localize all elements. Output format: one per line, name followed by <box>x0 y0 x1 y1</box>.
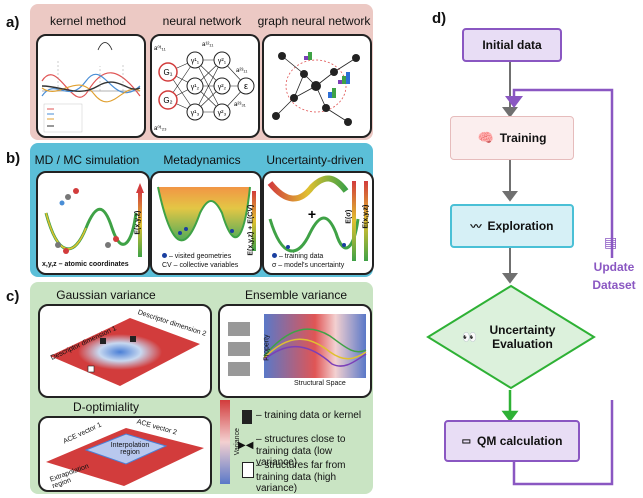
binoculars-icon: 👀 <box>462 330 477 344</box>
unc-axis-1: E(σ) <box>345 209 353 224</box>
weight-a12: a¹²₁₁ <box>202 42 213 48</box>
explore-icon: 〰 <box>470 221 482 233</box>
node-y2: γ¹₂ <box>191 84 200 91</box>
kernel-method-box <box>36 34 146 138</box>
d-optimality-title: D-optimiality <box>72 400 139 414</box>
structural-space-label: Structural Space <box>294 380 346 387</box>
qm-calculation-box: ▭ QM calculation <box>444 420 580 462</box>
ensemble-variance-plot <box>228 314 367 378</box>
unc-caption-1: – training data <box>272 253 323 260</box>
unc-axis-2: E(x,y,z) <box>362 204 370 229</box>
meta-caption-2: CV – collective variables <box>162 262 239 269</box>
qm-icon: ▭ <box>461 435 472 447</box>
node-y22: γ²₂ <box>218 84 227 91</box>
visited-dot-icon <box>162 253 167 258</box>
node-y3: γ¹₃ <box>191 110 200 117</box>
svg-text:+: + <box>308 206 316 222</box>
panel-d-label: d) <box>432 10 447 27</box>
uncertainty-evaluation-label: 👀 Uncertainty Evaluation <box>462 316 562 358</box>
brain-icon: 🧠 <box>477 130 494 145</box>
node-y21: γ²₁ <box>218 58 227 65</box>
node-y1: γ¹₁ <box>191 58 200 65</box>
legend-high-variance-icon <box>242 462 254 478</box>
unc-caption-2: σ – model's uncertainty <box>272 262 345 269</box>
unc-caption-1-text: – training data <box>278 253 324 260</box>
weight-a232: a²³₁₁ <box>236 68 247 74</box>
update-dataset-label: Update Dataset <box>592 260 636 292</box>
metadynamics-box: – visited geometries CV – collective var… <box>150 171 262 275</box>
node-g1: G₁ <box>164 68 173 77</box>
neural-network-title: neural network <box>162 14 242 28</box>
meta-caption-1-text: – visited geometries <box>168 253 232 260</box>
neural-network-box: G₁ G₂ γ¹₁ γ¹₂ γ¹₃ γ²₁ γ²₂ γ²₃ ε a⁰¹₁₁ a⁰… <box>150 34 260 138</box>
weight-a11: a⁰¹₁₁ <box>154 45 166 52</box>
gaussian-variance-box: Descriptor dimension 1 Descriptor dimens… <box>38 304 212 398</box>
node-eps: ε <box>244 81 248 91</box>
variance-colorbar <box>220 400 230 484</box>
uncertainty-driven-title: Uncertainty-driven <box>266 153 364 167</box>
panel-c-label: c) <box>6 288 20 305</box>
meta-caption-1: – visited geometries <box>162 253 231 260</box>
interpolation-label: Interpolation region <box>110 442 150 457</box>
workflow-arrows <box>501 62 614 486</box>
metadynamics-surface <box>157 186 256 251</box>
node-y23: γ²₃ <box>218 110 227 117</box>
weight-a31: a²³₃₁ <box>234 102 246 108</box>
weight-a23: a⁰¹₂₃ <box>154 125 167 132</box>
panel-c: Gaussian variance Ensemble variance Desc… <box>30 282 373 494</box>
kernel-method-title: kernel method <box>49 14 127 28</box>
training-label: Training <box>499 131 547 145</box>
ensemble-variance-title: Ensemble variance <box>244 288 348 302</box>
uncertainty-surfaces: + <box>267 175 368 261</box>
md-caption: x,y,z – atomic coordinates <box>42 261 129 268</box>
legend-low-variance-icon: ▶◀ <box>238 440 254 451</box>
exploration-box: 〰 Exploration <box>450 204 574 248</box>
gaussian-variance-map <box>50 318 200 386</box>
d-optimality-box: ACE vector 1 ACE vector 2 Interpolation … <box>38 416 212 492</box>
gaussian-variance-title: Gaussian variance <box>56 288 156 302</box>
legend-high-variance-text: – structures far from training data (hig… <box>256 460 346 494</box>
legend-training-text: – training data or kernel <box>256 410 362 421</box>
uncertainty-diamond <box>426 284 596 390</box>
graph-neural-network-box <box>262 34 372 138</box>
panel-b: MD / MC simulation Metadynamics Uncertai… <box>30 143 374 277</box>
uncertainty-driven-box: + – training data σ – model's uncertaint… <box>262 171 374 275</box>
uncertainty-label-text: Uncertainty Evaluation <box>489 323 556 351</box>
training-dot-icon <box>272 253 277 258</box>
panel-a-label: a) <box>6 14 20 31</box>
panel-a: kernel method neural network graph neura… <box>30 4 373 140</box>
legend-low-variance-text: – structures close to training data (low… <box>256 434 346 468</box>
ensemble-variance-box: Property Structural Space <box>218 304 372 398</box>
initial-data-label: Initial data <box>482 38 542 52</box>
legend-training-icon <box>242 410 252 424</box>
md-mc-title: MD / MC simulation <box>34 153 140 167</box>
md-energy-curve <box>44 183 144 257</box>
meta-axis-label: E(x,y,z) + E(CV) <box>247 204 255 256</box>
panel-b-label: b) <box>6 150 21 167</box>
neural-network-graph: G₁ G₂ γ¹₁ γ¹₂ γ¹₃ γ²₁ γ²₂ γ²₃ ε a⁰¹₁₁ a⁰… <box>154 42 255 132</box>
metadynamics-title: Metadynamics <box>163 153 241 167</box>
d-optimality-map <box>46 428 204 486</box>
update-dataset-icon: ▤ <box>604 234 618 250</box>
property-label: Property <box>263 334 271 361</box>
md-mc-box: x,y,z – atomic coordinates E(x,y,z) <box>36 171 150 275</box>
kernel-curves <box>41 42 141 133</box>
graph-neural-network-title: graph neural network <box>257 14 371 28</box>
md-axis-label: E(x,y,z) <box>134 210 142 235</box>
graph-network <box>272 52 360 126</box>
initial-data-box: Initial data <box>462 28 562 62</box>
training-box: 🧠 Training <box>450 116 574 160</box>
node-g2: G₂ <box>163 96 172 105</box>
qm-label: QM calculation <box>477 434 563 448</box>
exploration-label: Exploration <box>487 219 554 233</box>
